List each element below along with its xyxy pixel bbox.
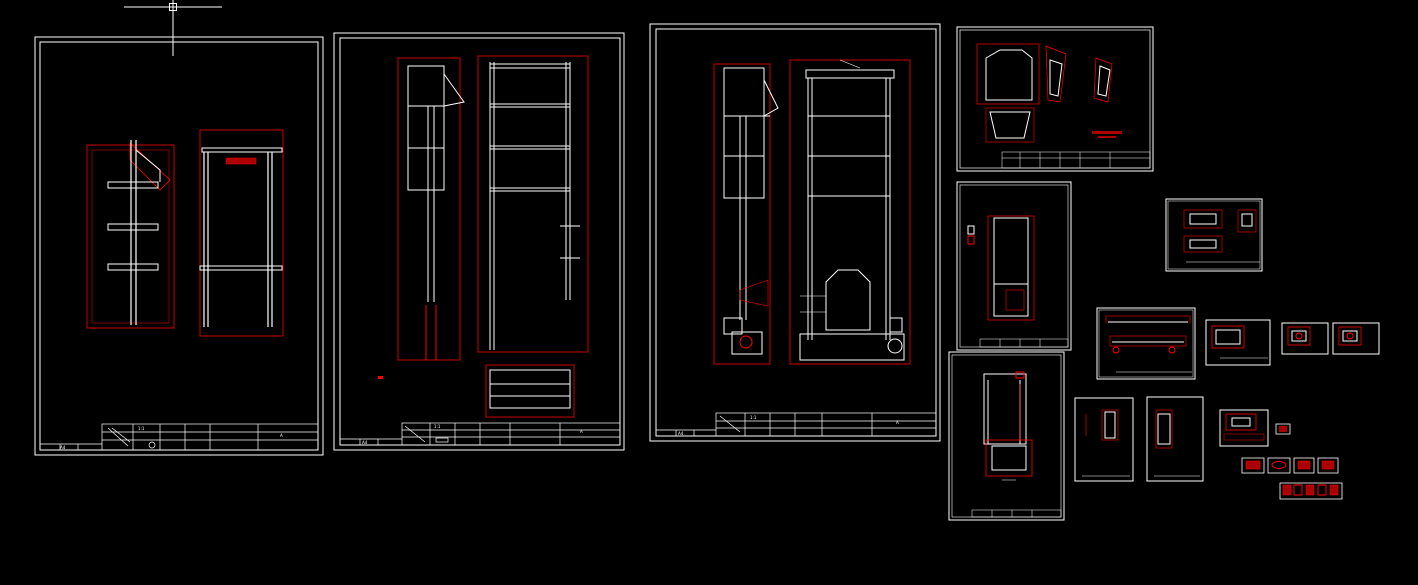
sheet-6-frame-view (983, 371, 1033, 481)
sheet-2-side-view (397, 57, 465, 361)
sheet-1-side-view (86, 140, 175, 329)
drawing-sheet-10[interactable] (1281, 322, 1329, 355)
title-block-5 (979, 338, 1069, 348)
drawing-sheet-11[interactable] (1332, 322, 1380, 355)
sheet-3-scale: 1:1 (750, 415, 757, 420)
sheet-3-side-view (713, 63, 779, 365)
sheet-2-note-marker (378, 376, 383, 379)
sheet-3-rev: A (896, 420, 899, 425)
drawing-sheet-7[interactable] (1165, 198, 1263, 272)
drawing-sheet-13[interactable] (1146, 396, 1204, 482)
drawing-sheet-5[interactable] (956, 181, 1072, 351)
parts-row-2[interactable] (1279, 482, 1343, 500)
sheet-2-bottom-view (485, 364, 575, 418)
title-block-2 (340, 422, 621, 446)
sheet-2-scale: 1:1 (434, 424, 441, 429)
drawing-sheet-9[interactable] (1205, 319, 1271, 366)
sheet-1-size: A4 (60, 445, 66, 450)
drawing-sheet-2[interactable]: 1:1 A4 A (333, 32, 625, 451)
drawing-sheet-15[interactable] (1275, 423, 1291, 435)
drawing-sheet-8[interactable] (1096, 307, 1196, 380)
parts-row-1[interactable] (1241, 457, 1339, 474)
title-block-3 (656, 412, 937, 437)
drawing-sheet-4[interactable] (956, 26, 1154, 172)
cad-crosshair-cursor-icon (124, 0, 222, 56)
title-block-4 (1001, 151, 1151, 169)
drawing-sheet-6[interactable] (948, 351, 1065, 521)
sheet-1-scale: 1:1 (138, 426, 145, 431)
title-block-1 (40, 423, 319, 451)
sheet-4-hopper-views (976, 43, 1122, 143)
drawing-sheet-14[interactable] (1219, 409, 1269, 447)
drawing-sheet-3[interactable]: 1:1 A4 A (649, 23, 941, 442)
title-block-6 (971, 509, 1062, 518)
sheet-3-front-view (789, 59, 911, 365)
sheet-1-front-view (199, 129, 284, 337)
sheet-2-front-view (477, 55, 589, 353)
sheet-2-size: A4 (362, 440, 368, 445)
sheet-1-rev: A (280, 433, 283, 438)
sheet-5-frame-view (967, 215, 1035, 321)
sheet-3-size: A4 (678, 431, 684, 436)
drawing-sheet-1[interactable]: 1:1 A4 A (34, 36, 324, 456)
sheet-2-rev: A (580, 429, 583, 434)
drawing-sheet-12[interactable] (1074, 397, 1134, 482)
